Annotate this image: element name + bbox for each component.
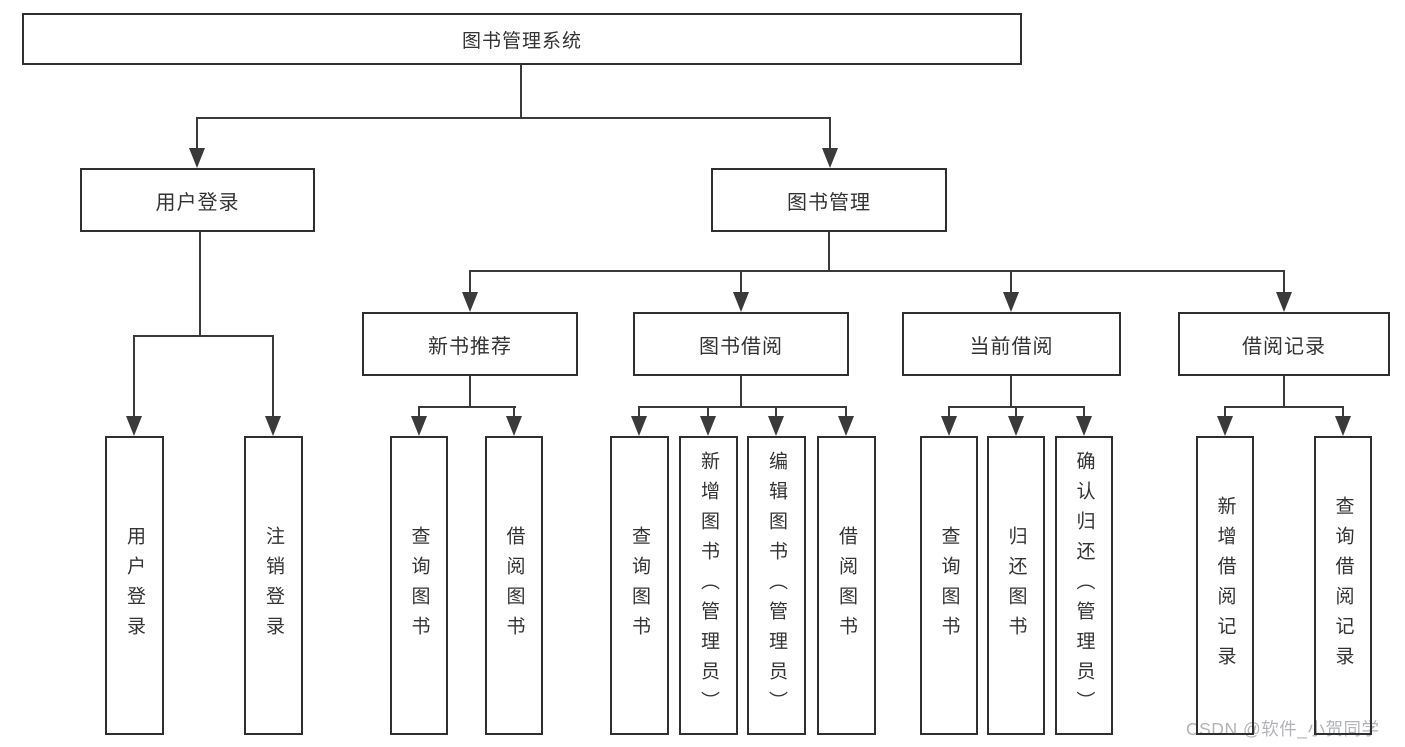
node-label: 图书管理系统 [461,30,582,52]
connector-leaf-drop [418,406,420,418]
connector-leaf-drop [948,406,950,418]
connector-user-login-branch [133,335,274,337]
arrow-down-icon [1003,292,1019,312]
connector-borrow-records-drop [1283,270,1285,292]
node-current-borrowing: 当前借阅 [902,312,1121,376]
leaf-label: 归还图书 [1005,525,1027,646]
connector-new-book-branch [418,406,516,408]
leaf-add-books-admin: 新增图书（管理员） [679,436,738,735]
arrow-down-icon [631,416,647,436]
leaf-borrow-books-recommend: 借阅图书 [485,436,543,735]
leaf-return-books: 归还图书 [987,436,1045,735]
leaf-label: 编辑图书（管理员） [766,450,787,721]
connector-leaf-drop [1015,406,1017,418]
connector-book-mgmt-stem [828,232,830,272]
arrow-down-icon [1008,416,1024,436]
leaf-logout: 注销登录 [244,436,303,735]
node-label: 借阅记录 [1242,335,1326,358]
connector-root-stem [520,65,522,118]
leaf-query-books-current: 查询图书 [920,436,978,735]
connector-borrow-records-stem [1283,376,1285,408]
leaf-label: 借阅图书 [503,525,525,646]
connector-book-borrow-stem [740,376,742,408]
leaf-label: 借阅图书 [836,525,857,646]
node-label: 图书借阅 [699,335,783,358]
node-borrowing-records: 借阅记录 [1178,312,1390,376]
node-label: 图书管理 [787,191,871,214]
arrow-down-icon [700,416,716,436]
arrow-down-icon [1335,416,1351,436]
csdn-watermark: CSDN @软件_小贺同学 [1186,719,1380,739]
arrow-down-icon [265,416,281,436]
connector-leaf-drop [707,406,709,418]
node-label: 新书推荐 [428,335,512,358]
leaf-label: 查询图书 [629,525,650,646]
connector-book-mgmt-branch [469,270,1285,272]
node-book-management: 图书管理 [711,168,947,232]
leaf-borrow-books: 借阅图书 [817,436,876,735]
arrow-down-icon [733,292,749,312]
leaf-query-books-recommend: 查询图书 [390,436,448,735]
leaf-query-borrow-record: 查询借阅记录 [1314,436,1372,735]
arrow-down-icon [1276,292,1292,312]
leaf-label: 用户登录 [124,525,145,646]
leaf-label: 查询图书 [938,525,960,646]
arrow-down-icon [822,148,838,168]
leaf-confirm-return-admin: 确认归还（管理员） [1055,436,1113,735]
connector-new-book-drop [469,270,471,292]
arrow-down-icon [838,416,854,436]
arrow-down-icon [189,148,205,168]
leaf-edit-books-admin: 编辑图书（管理员） [747,436,806,735]
arrow-down-icon [1217,416,1233,436]
arrow-down-icon [941,416,957,436]
connector-user-login-drop [196,117,198,150]
node-new-book-recommendation: 新书推荐 [362,312,578,376]
connector-leaf-drop [1342,406,1344,418]
leaf-label: 注销登录 [263,525,284,646]
connector-leaf-drop [638,406,640,418]
connector-leaf-drop [513,406,515,418]
node-label: 当前借阅 [969,335,1054,358]
arrow-down-icon [1076,416,1092,436]
connector-leaf-drop [845,406,847,418]
connector-root-branch [196,117,831,119]
leaf-add-borrow-record: 新增借阅记录 [1196,436,1254,735]
connector-leaf-drop [1083,406,1085,418]
node-book-borrowing: 图书借阅 [633,312,849,376]
connector-current-borrow-drop [1010,270,1012,292]
leaf-query-books-borrowing: 查询图书 [610,436,669,735]
arrow-down-icon [126,416,142,436]
leaf-label: 查询借阅记录 [1332,495,1354,676]
leaf-label: 确认归还（管理员） [1073,450,1095,721]
leaf-label: 新增借阅记录 [1214,495,1236,676]
arrow-down-icon [411,416,427,436]
connector-leaf-drop [1224,406,1226,418]
connector-leaf-drop [775,406,777,418]
connector-leaf-drop [133,335,135,417]
connector-leaf-drop [272,335,274,417]
node-library-management-system: 图书管理系统 [22,13,1022,65]
node-label: 用户登录 [155,191,240,214]
connector-new-book-stem [469,376,471,408]
connector-borrow-records-branch [1224,406,1344,408]
connector-book-borrow-branch [638,406,847,408]
arrow-down-icon [506,416,522,436]
arrow-down-icon [462,292,478,312]
connector-user-login-stem [199,232,201,337]
connector-current-borrow-stem [1010,376,1012,408]
connector-book-borrow-drop [740,270,742,292]
connector-book-mgmt-drop [829,117,831,150]
leaf-label: 查询图书 [408,525,430,646]
node-user-login: 用户登录 [80,168,315,232]
leaf-label: 新增图书（管理员） [698,450,719,721]
arrow-down-icon [768,416,784,436]
leaf-user-login: 用户登录 [105,436,164,735]
